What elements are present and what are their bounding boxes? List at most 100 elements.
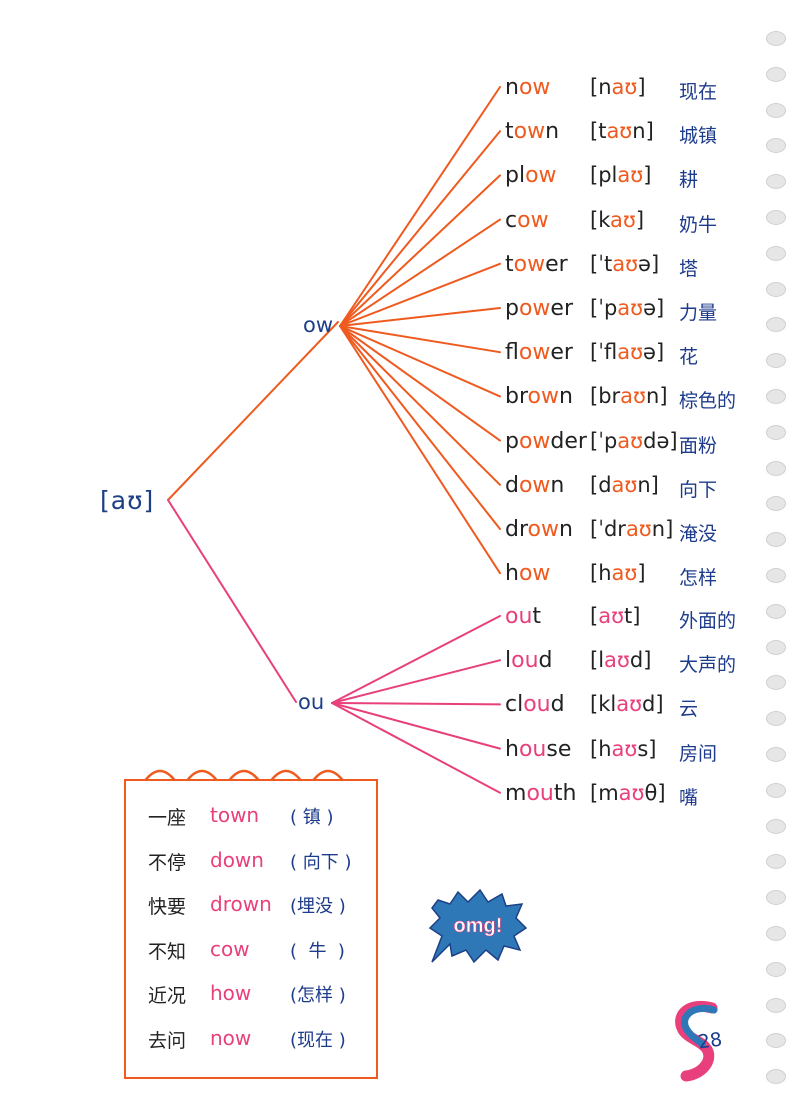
memo-gloss: (现在 ) (290, 1029, 346, 1051)
branch-line-ow (339, 325, 501, 398)
branch-line-ow (339, 174, 501, 327)
chinese-gloss: 向下 (679, 478, 718, 501)
chinese-gloss: 面粉 (679, 434, 718, 457)
memo-word: cow (210, 936, 250, 961)
chinese-gloss: 现在 (679, 81, 718, 103)
binder-hole-icon (766, 675, 786, 691)
english-word: flower (505, 340, 573, 366)
letter-highlight: ow (513, 119, 546, 145)
letter-highlight: ow (518, 340, 551, 366)
english-word: now (505, 75, 551, 100)
phoneme-highlight: aʊ (598, 604, 625, 628)
letter-highlight: ow (513, 251, 546, 277)
phoneme-highlight: aʊ (611, 472, 638, 497)
page-number: 28 (696, 1028, 724, 1054)
chinese-gloss: 怎样 (679, 567, 718, 590)
binder-hole-icon (766, 890, 786, 906)
binder-hole-icon (766, 603, 786, 619)
phonetic: [laʊd] (590, 648, 652, 673)
chinese-gloss: 花 (679, 346, 699, 369)
english-word: tower (505, 251, 568, 277)
memo-rings (142, 769, 346, 783)
branch-line-ow (339, 218, 501, 327)
memo-lead: 近况 (148, 985, 187, 1007)
binder-hole-icon (766, 854, 786, 870)
phoneme-highlight: aʊ (611, 561, 638, 586)
branch-line-ow (339, 325, 501, 530)
letter-highlight: ou (526, 780, 554, 806)
chinese-gloss: 大声的 (679, 654, 737, 677)
memo-lead: 不知 (148, 940, 187, 963)
binder-hole-icon (766, 532, 786, 548)
phoneme-highlight: aʊ (606, 119, 633, 144)
memo-gloss: ( 镇 ) (290, 807, 334, 828)
english-word: powder (505, 428, 587, 454)
phonetic: [ˈdraʊn] (590, 517, 674, 541)
phonetic: [klaʊd] (590, 692, 664, 717)
phonetic: [maʊθ] (590, 780, 666, 805)
root-phoneme: [aʊ] (100, 486, 155, 515)
letter-highlight: ou (518, 736, 547, 762)
phoneme-highlight: aʊ (610, 207, 636, 232)
chinese-gloss: 淹没 (679, 523, 718, 545)
binder-hole-icon (766, 460, 786, 476)
letter-highlight: ow (518, 75, 551, 100)
binder-hole-icon (766, 174, 786, 190)
english-word: cow (505, 207, 549, 233)
binder-hole-icon (766, 389, 786, 404)
binder-hole-icon (766, 639, 786, 655)
branch-ou-label: ou (298, 690, 325, 714)
binder-hole-icon (766, 281, 786, 297)
phonetic: [daʊn] (590, 472, 659, 497)
phonetic: [plaʊ] (590, 163, 652, 188)
memo-word: drown (210, 892, 272, 916)
phonetic: [braʊn] (590, 384, 668, 409)
chinese-gloss: 云 (679, 698, 699, 721)
phoneme-highlight: aʊ (611, 736, 638, 761)
binder-hole-icon (766, 245, 786, 261)
binder-hole-icon (766, 926, 786, 941)
phonetic: [aʊt] (590, 604, 641, 628)
branch-line-ow (339, 325, 501, 486)
chinese-gloss: 城镇 (679, 125, 718, 148)
binder-hole-icon (766, 782, 786, 798)
binder-hole-icon (766, 66, 786, 82)
branch-line-ow (339, 325, 501, 354)
memo-lead: 去问 (148, 1029, 187, 1052)
phonetic: [ˈpaʊdə] (590, 428, 678, 453)
english-word: loud (505, 648, 553, 674)
memo-lead: 一座 (148, 807, 187, 829)
english-word: brown (505, 384, 573, 410)
trunk-line-ow (167, 321, 339, 501)
phoneme-highlight: aʊ (617, 428, 644, 453)
binder-hole-icon (766, 818, 786, 834)
phoneme-highlight: aʊ (617, 340, 644, 365)
branch-line-ou (331, 615, 501, 704)
phoneme-highlight: aʊ (620, 384, 647, 409)
english-word: drown (505, 517, 573, 542)
letter-highlight: ow (527, 517, 559, 542)
english-word: power (505, 296, 574, 321)
memo-lead: 不停 (148, 851, 187, 874)
binder-hole-icon (766, 1069, 786, 1085)
phoneme-highlight: aʊ (612, 251, 639, 276)
letter-highlight: ou (523, 692, 551, 718)
binder-hole-icon (766, 568, 786, 583)
english-word: down (505, 472, 565, 498)
phonetic: [haʊ] (590, 561, 646, 586)
letter-highlight: ow (518, 296, 551, 321)
chinese-gloss: 房间 (679, 742, 718, 765)
phoneme-highlight: aʊ (616, 692, 643, 717)
phoneme-highlight: aʊ (617, 163, 644, 188)
english-word: how (505, 561, 551, 587)
phonetic: [haʊs] (590, 736, 657, 761)
phonetic: [ˈpaʊə] (590, 296, 665, 320)
binder-hole-icon (766, 961, 786, 977)
letter-highlight: ow (525, 163, 557, 189)
memo-gloss: (埋没 ) (290, 896, 346, 917)
